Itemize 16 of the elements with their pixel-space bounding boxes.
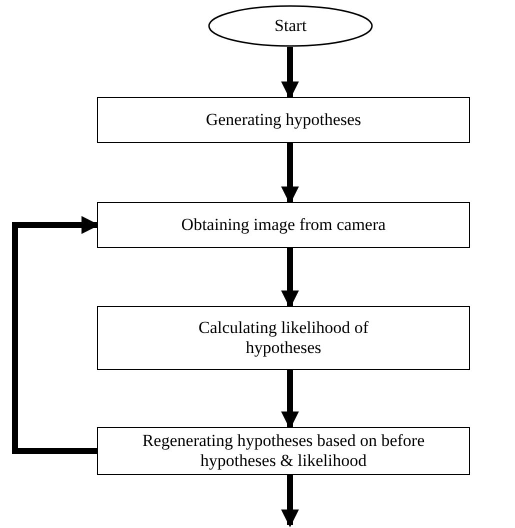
process-box [97,97,470,143]
step-text: Start [274,16,307,36]
arrow [281,143,299,204]
process-box [97,202,470,248]
start-terminator [208,5,373,47]
arrow [281,370,299,430]
arrow [281,47,299,100]
process-box [97,306,470,370]
arrow [281,475,299,528]
arrow [281,248,299,308]
process-box [97,427,470,475]
step-text: Calculating likelihood of hypotheses [198,318,370,358]
arrow [12,216,100,454]
step-text: Obtaining image from camera [181,214,386,236]
step-text: Regenerating hypotheses based on before hypotheses & likelihood [141,430,426,472]
step-text: Generating hypotheses [206,110,362,130]
